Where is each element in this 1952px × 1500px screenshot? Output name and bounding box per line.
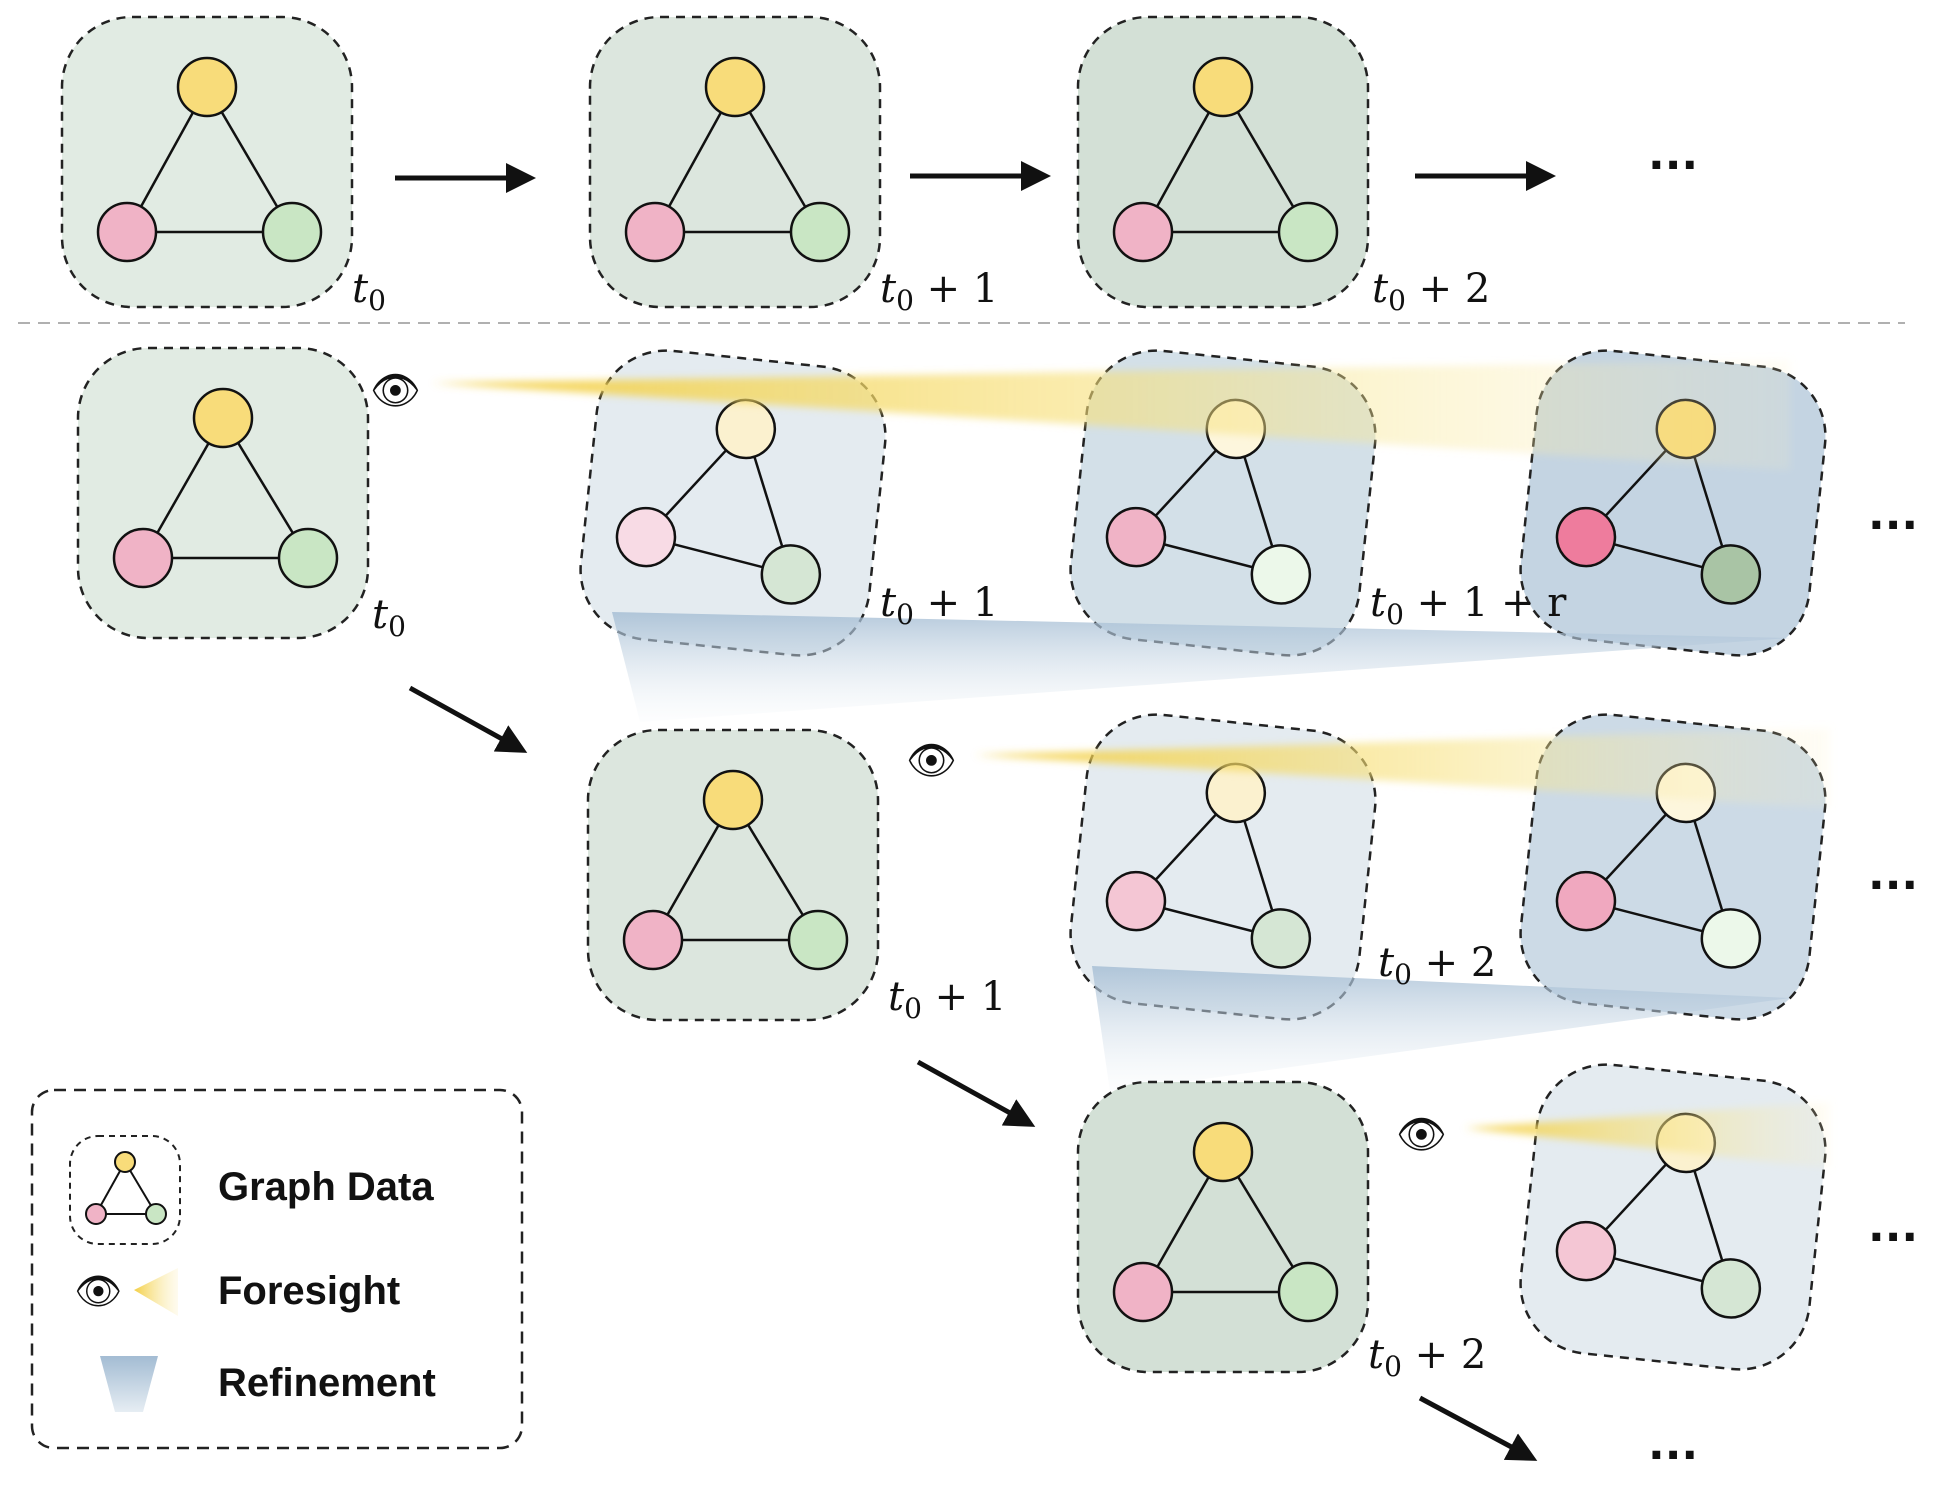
top-row: ··· t0 t0 + 1 t0 + 2: [60, 15, 1698, 317]
arrow-diag-1: [408, 685, 528, 753]
graph-top-1: [60, 15, 354, 309]
legend: Graph Data 👁 Foresight Refinement: [30, 1088, 524, 1450]
label-row1-t0-plus1: t0 + 1: [880, 580, 998, 631]
node-yellow: [192, 387, 254, 449]
refinement-wedge-row2: [1092, 966, 1790, 1092]
graph-row2-main: [586, 728, 880, 1022]
label-top-t0-plus1: t0 + 1: [880, 266, 998, 317]
arrow-diag-2: [916, 1059, 1036, 1127]
eye-icon: 👁: [74, 1269, 122, 1313]
node-pink: [624, 201, 686, 263]
label-row1-t0: t0: [372, 592, 406, 643]
graph-top-3: [1076, 15, 1370, 309]
label-row1-t0-plus1-plus-r: t0 + 1 + r: [1370, 580, 1567, 631]
arrow-diag-3: [1418, 1395, 1538, 1461]
foresight-row2: 👁: [906, 728, 1830, 808]
node-pink: [1112, 201, 1174, 263]
legend-refinement-icon: [100, 1356, 158, 1412]
graph-top-2: [588, 15, 882, 309]
node-yellow: [176, 56, 238, 118]
node-yellow: [1192, 56, 1254, 118]
ellipsis-row2: ···: [1868, 860, 1918, 911]
label-row3-t0-plus2: t0 + 2: [1368, 1332, 1486, 1383]
graph-row1-pred1: [579, 349, 887, 657]
legend-graph-data-icon: [69, 1135, 181, 1245]
refinement-wedge-row1: [612, 612, 1790, 722]
legend-foresight-label: Foresight: [218, 1269, 400, 1313]
ellipsis-row3: ···: [1868, 1212, 1918, 1263]
label-row2-t0-plus2: t0 + 2: [1378, 940, 1496, 991]
ellipsis-top: ···: [1648, 140, 1698, 191]
eye-icon: 👁: [370, 368, 421, 414]
node-green: [1277, 201, 1339, 263]
node-green: [277, 527, 339, 589]
legend-foresight-icon: 👁: [74, 1268, 178, 1316]
node-green: [789, 201, 851, 263]
ellipsis-bottom: ···: [1648, 1430, 1698, 1481]
legend-graph-data-label: Graph Data: [218, 1165, 434, 1209]
label-row2-t0-plus1: t0 + 1: [888, 974, 1006, 1025]
graph-row3-main: [1076, 1080, 1370, 1374]
eye-icon: 👁: [906, 738, 957, 784]
eye-icon: 👁: [1396, 1112, 1447, 1158]
graph-row1-main: [76, 346, 370, 640]
node-pink: [96, 201, 158, 263]
node-yellow: [704, 56, 766, 118]
label-top-t0-plus2: t0 + 2: [1372, 266, 1490, 317]
ellipsis-row1: ···: [1868, 500, 1918, 551]
legend-refinement-label: Refinement: [218, 1361, 436, 1405]
label-top-t0: t0: [352, 266, 386, 317]
node-green: [261, 201, 323, 263]
node-pink: [112, 527, 174, 589]
foresight-row1: 👁: [370, 360, 1790, 470]
foresight-row3: 👁: [1396, 1102, 1830, 1168]
